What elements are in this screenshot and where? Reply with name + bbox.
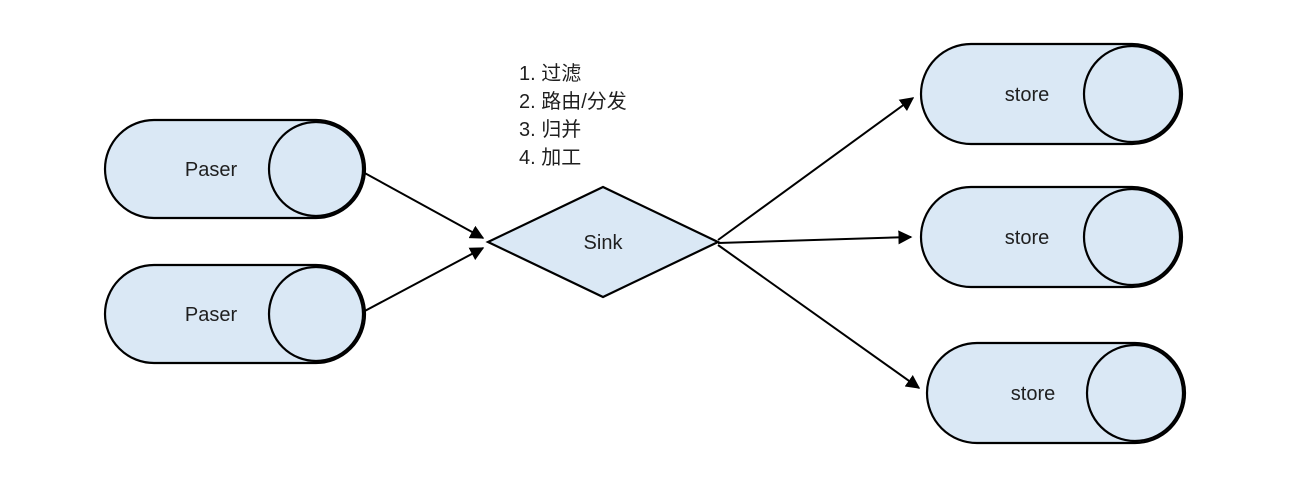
diamond-shape [485, 185, 721, 299]
cylinder-cap [267, 265, 365, 363]
node-label-parser-1: Paser [185, 159, 238, 181]
annotation-line-4: 4. 加工 [519, 146, 581, 169]
annotation-line-3: 3. 归并 [519, 118, 581, 141]
edge-sink-to-store1 [717, 97, 915, 241]
annotation-line-2: 2. 路由/分发 [519, 90, 627, 113]
node-store-1: store [919, 42, 1184, 146]
sink-annotation: 1. 过滤 2. 路由/分发 3. 归并 4. 加工 [519, 62, 627, 169]
node-sink: Sink [485, 185, 721, 299]
edge-parser2-to-sink [360, 247, 485, 314]
node-label-store-3: store [1011, 383, 1055, 405]
edge-sink-to-store2 [717, 230, 913, 245]
edge-sink-to-store3 [717, 244, 921, 389]
cylinder-cap [267, 120, 365, 218]
node-label-parser-2: Paser [185, 304, 238, 326]
node-store-2: store [919, 185, 1184, 289]
node-parser-1: Paser [103, 118, 367, 220]
node-label-store-2: store [1005, 227, 1049, 249]
cylinder-cap [1085, 343, 1185, 443]
edges [360, 97, 921, 389]
node-label-store-1: store [1005, 84, 1049, 106]
annotation-line-1: 1. 过滤 [519, 62, 581, 85]
edge-parser1-to-sink [360, 170, 485, 239]
node-label-sink: Sink [584, 232, 624, 254]
cylinder-cap [1082, 187, 1182, 287]
node-parser-2: Paser [103, 263, 367, 365]
node-store-3: store [925, 341, 1187, 445]
cylinder-cap [1082, 44, 1182, 144]
